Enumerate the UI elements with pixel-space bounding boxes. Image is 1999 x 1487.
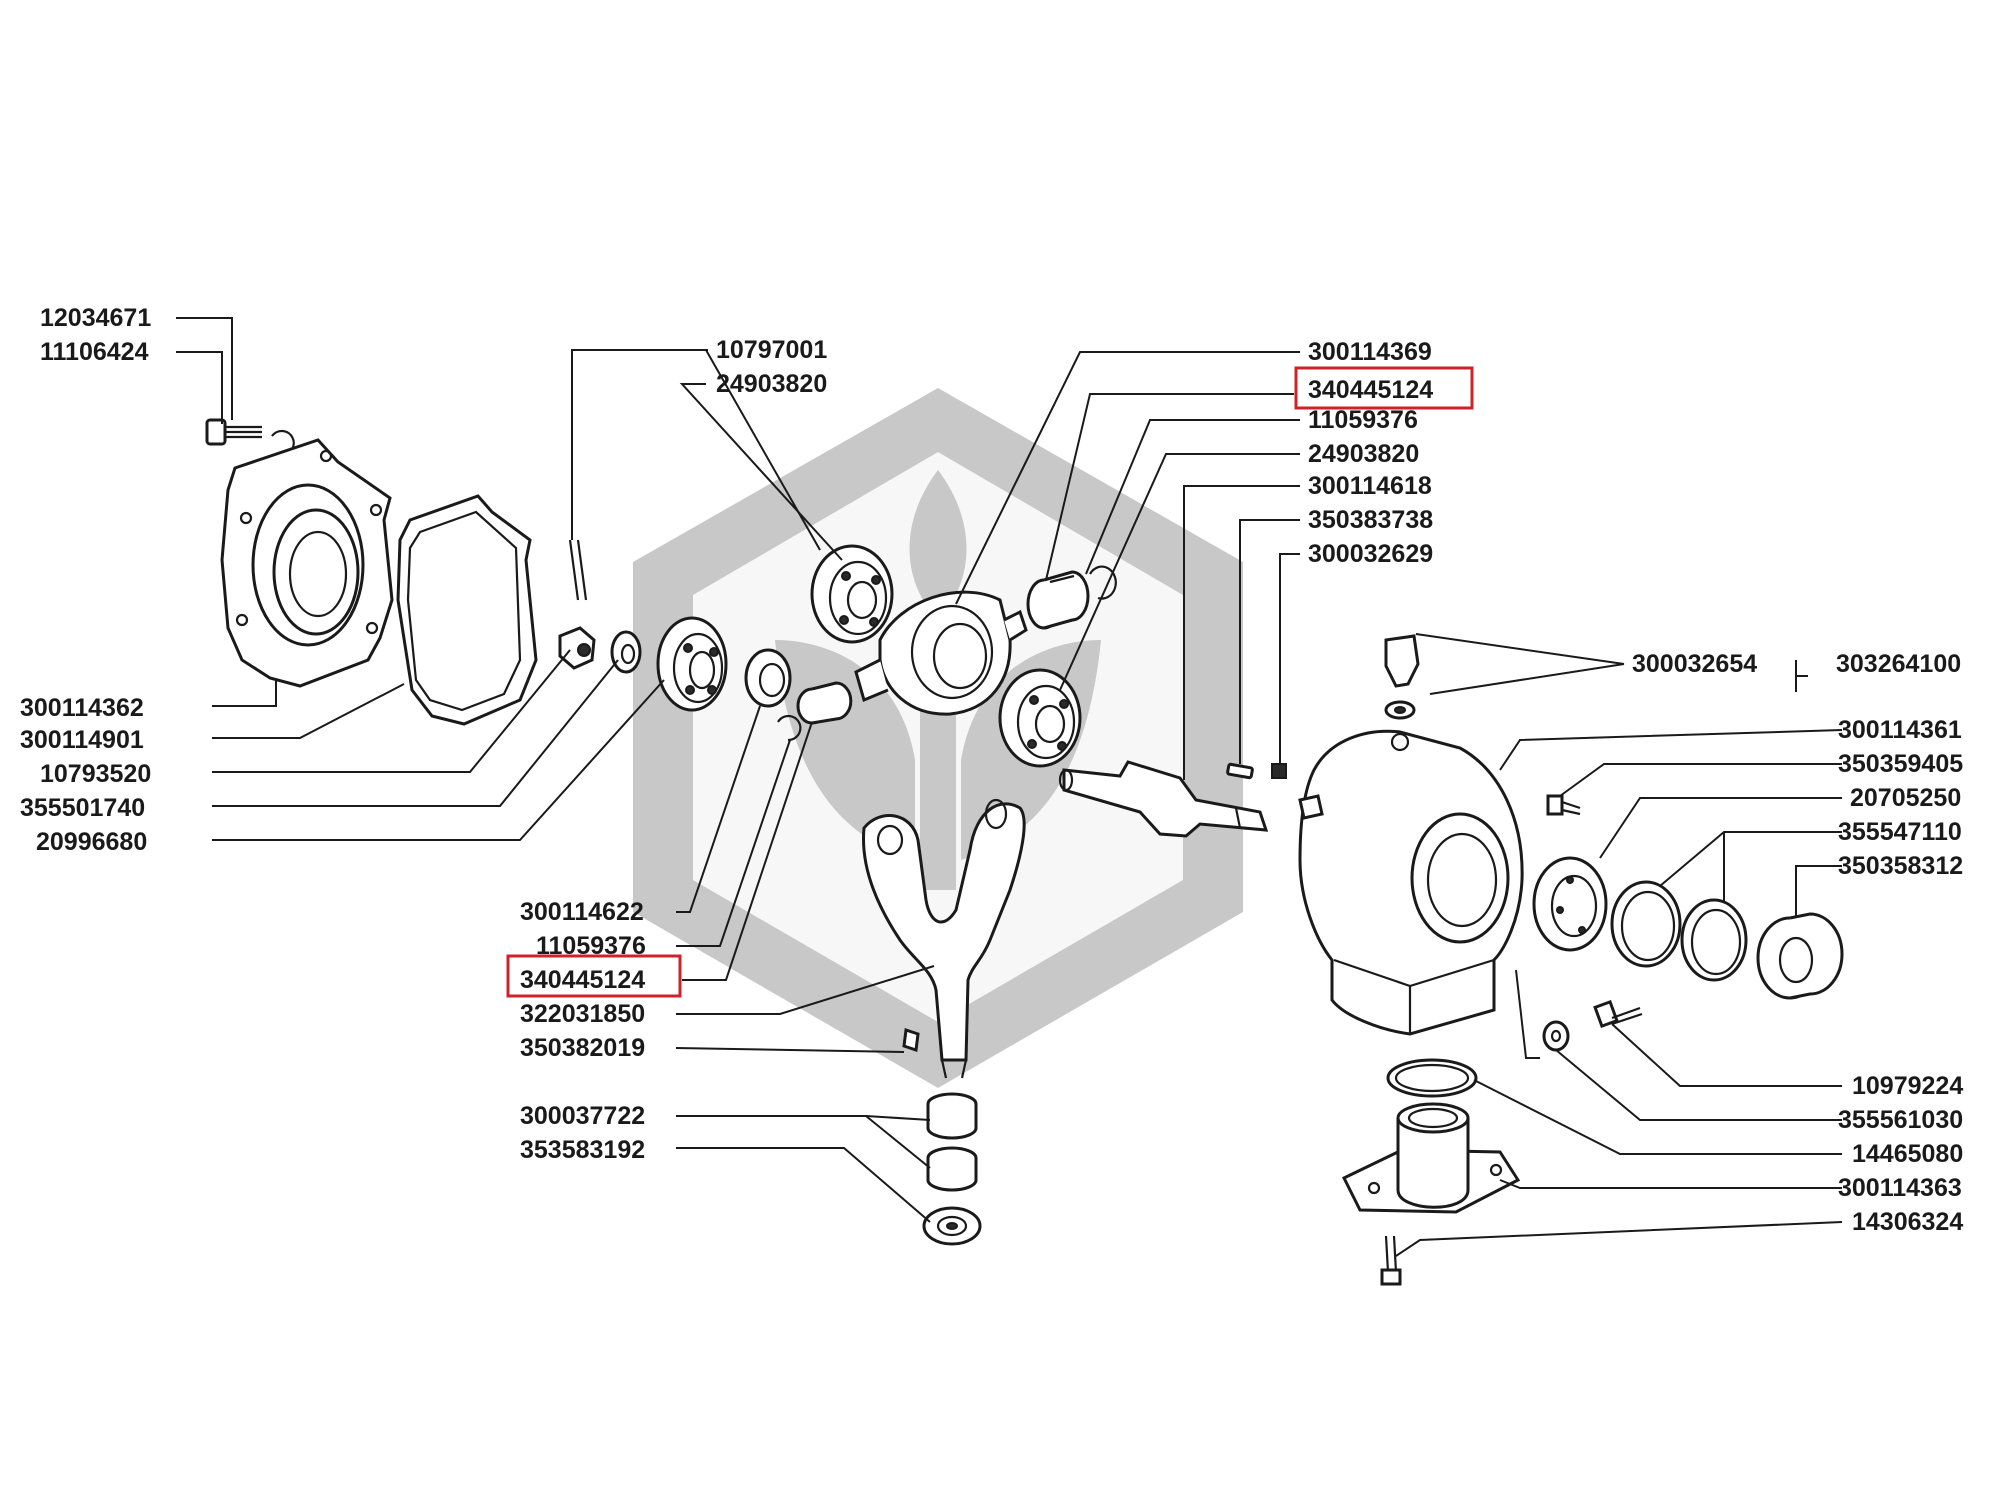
part-label-350382019: 350382019 <box>520 1034 645 1062</box>
part-label-350383738: 350383738 <box>1308 506 1433 534</box>
parts-drawing <box>205 418 1844 1286</box>
joint-housing-icon <box>854 590 1028 716</box>
part-label-300114622: 300114622 <box>520 898 644 926</box>
part-label-14306324: 14306324 <box>1852 1208 1963 1236</box>
shaft-icon <box>1058 760 1269 838</box>
seal-ring-icon <box>744 648 792 708</box>
part-label-10793520: 10793520 <box>40 760 151 788</box>
part-label-300032654: 300032654 <box>1632 650 1757 678</box>
screw-icon <box>1546 794 1581 816</box>
part-number-labels: 12034671 11106424 300114362 300114901 10… <box>20 304 1963 1236</box>
oil-seal-icon <box>1756 912 1844 1000</box>
ball-bearing-icon <box>922 1206 982 1246</box>
part-label-300114369: 300114369 <box>1308 338 1432 366</box>
cover-plate-icon <box>220 438 394 688</box>
circlip-icon <box>777 714 802 742</box>
o-ring-icon <box>1610 880 1682 968</box>
part-label-300114361: 300114361 <box>1838 716 1962 744</box>
key-icon <box>902 1027 920 1053</box>
part-label-355561030: 355561030 <box>1838 1106 1963 1134</box>
key-icon <box>1271 763 1287 779</box>
washer-icon <box>1542 1020 1570 1052</box>
part-label-355547110: 355547110 <box>1838 818 1962 846</box>
part-label-322031850: 322031850 <box>520 1000 645 1028</box>
sleeve-icon <box>796 681 853 725</box>
needle-bearing-icon <box>1026 570 1090 630</box>
part-label-300114362: 300114362 <box>20 694 144 722</box>
part-label-340445124: 340445124 <box>520 966 645 994</box>
part-label-300037722: 300037722 <box>520 1102 645 1130</box>
cotter-pin-icon <box>568 539 588 601</box>
gearbox-housing-icon <box>1298 729 1524 1036</box>
part-label-24903820: 24903820 <box>1308 440 1419 468</box>
part-label-20705250: 20705250 <box>1850 784 1961 812</box>
highlight-box <box>506 954 682 998</box>
bushing-icon <box>926 1146 978 1192</box>
washer-icon <box>610 630 642 674</box>
part-label-24903820: 24903820 <box>716 370 827 398</box>
bushing-icon <box>926 1092 978 1140</box>
plug-icon <box>1384 634 1420 720</box>
key-icon <box>1226 762 1254 780</box>
ball-bearing-icon <box>810 544 894 644</box>
part-label-11059376: 11059376 <box>1308 406 1418 434</box>
flange-icon <box>1341 1102 1521 1214</box>
highlight-box <box>1294 366 1474 410</box>
part-label-350359405: 350359405 <box>1838 750 1963 778</box>
part-label-300114901: 300114901 <box>20 726 144 754</box>
part-label-10979224: 10979224 <box>1852 1072 1963 1100</box>
part-label-12034671: 12034671 <box>40 304 151 332</box>
part-label-303264100: 303264100 <box>1836 650 1961 678</box>
yoke-icon <box>861 798 1026 1079</box>
shim-ring-icon <box>1532 856 1608 952</box>
ball-bearing-icon <box>998 668 1082 768</box>
part-label-300114618: 300114618 <box>1308 472 1432 500</box>
part-label-300032629: 300032629 <box>1308 540 1433 568</box>
part-label-14465080: 14465080 <box>1852 1140 1963 1168</box>
o-ring-icon <box>1680 898 1748 982</box>
part-label-350358312: 350358312 <box>1838 852 1963 880</box>
circlip-icon <box>1089 565 1117 600</box>
ball-bearing-icon <box>656 616 728 712</box>
part-label-353583192: 353583192 <box>520 1136 645 1164</box>
part-label-340445124: 340445124 <box>1308 376 1433 404</box>
leader-lines <box>176 317 1843 1257</box>
part-label-10797001: 10797001 <box>716 336 827 364</box>
part-label-300114363: 300114363 <box>1838 1174 1962 1202</box>
bolt-icon <box>205 418 262 446</box>
o-ring-icon <box>1386 1058 1478 1098</box>
part-label-20996680: 20996680 <box>36 828 147 856</box>
part-label-355501740: 355501740 <box>20 794 145 822</box>
bolt-icon <box>1593 999 1643 1029</box>
bolt-icon <box>1380 1235 1402 1286</box>
gasket-icon <box>396 494 538 726</box>
part-label-11106424: 11106424 <box>40 338 149 366</box>
castle-nut-icon <box>558 626 596 670</box>
